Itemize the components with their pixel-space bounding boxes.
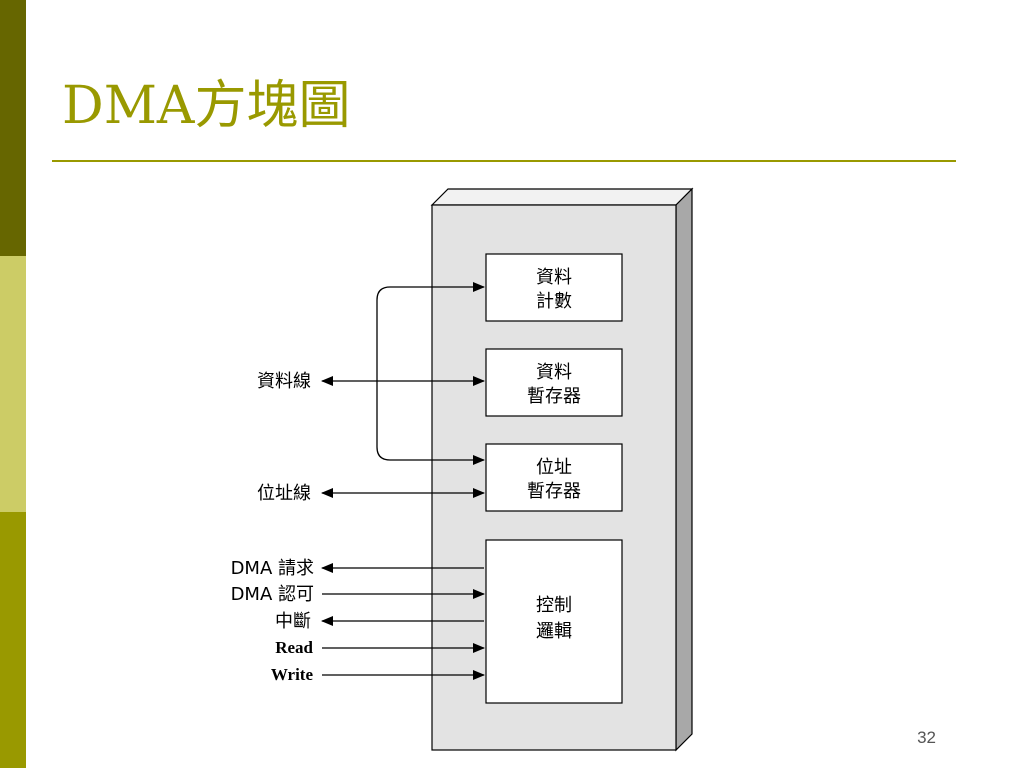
box-address-register-line1: 位址 — [536, 457, 572, 478]
box-data-register-line2: 暫存器 — [527, 386, 581, 407]
title-divider — [52, 160, 956, 162]
box-control-logic: 控制 邏輯 — [485, 539, 623, 704]
side-bar-top — [0, 0, 26, 256]
dma-ack-label: DMA 認可 — [231, 584, 314, 605]
read-label: Read — [275, 638, 313, 657]
side-bar-bottom — [0, 512, 26, 768]
box-data-register-line1: 資料 — [536, 362, 572, 383]
data-bus-loop-arrow — [376, 282, 485, 465]
panel-side-face — [675, 187, 693, 752]
box-data-register: 資料 暫存器 — [485, 348, 623, 417]
box-data-count-line2: 計數 — [536, 291, 572, 312]
address-bus-label: 位址線 — [257, 483, 311, 504]
box-control-logic-line2: 邏輯 — [536, 621, 572, 642]
slide-title: DMA方塊圖 — [62, 76, 351, 136]
box-control-logic-line1: 控制 — [536, 595, 572, 616]
box-address-register-line2: 暫存器 — [527, 481, 581, 502]
slide-number: 32 — [917, 728, 936, 747]
box-data-count: 資料 計數 — [485, 253, 623, 322]
data-bus-label: 資料線 — [257, 371, 311, 392]
interrupt-label: 中斷 — [275, 611, 311, 632]
side-bar-middle — [0, 256, 26, 512]
box-data-count-line1: 資料 — [536, 267, 572, 288]
box-address-register: 位址 暫存器 — [485, 443, 623, 512]
dma-request-label: DMA 請求 — [231, 558, 314, 579]
write-label: Write — [271, 665, 314, 684]
panel-top-face — [430, 188, 694, 206]
